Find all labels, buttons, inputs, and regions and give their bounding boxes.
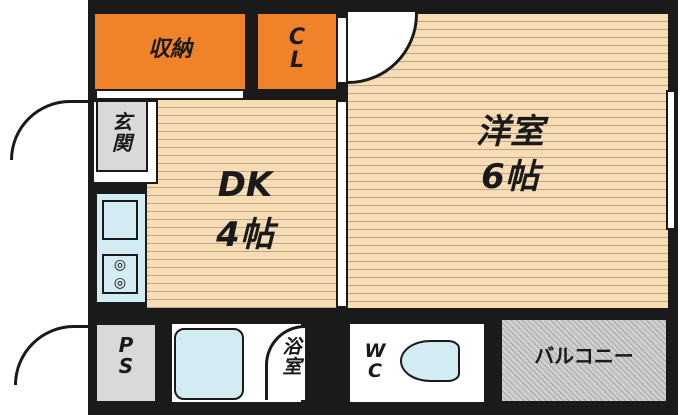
western-room-name: 洋室 [476,112,544,152]
toilet-icon [400,340,460,382]
storage-door[interactable] [95,89,245,100]
balcony-label: バルコニー [534,344,634,368]
dk-size: 4帖 [216,215,274,255]
stove-icon: ◎◎ [102,254,138,294]
closet [258,14,336,89]
storage-room [95,14,245,89]
partition-sliding-door[interactable] [336,100,348,308]
window-right [666,90,676,230]
dining-kitchen [147,100,336,308]
sink [102,200,138,240]
dk-name: DK [217,165,273,205]
closet-label: C L [288,25,306,74]
pipe-space [95,323,157,403]
entrance [96,100,148,172]
toilet-label: W C [364,340,386,382]
western-room-size: 6帖 [481,157,539,197]
entrance-door-swing[interactable] [10,100,88,160]
bathtub [174,328,244,400]
entrance-label: 玄 関 [112,110,132,155]
pipe-space-label: P S [118,333,134,378]
storage-label: 収納 [147,37,192,62]
bathroom-label: 浴 室 [282,336,302,378]
ps-door-swing[interactable] [14,325,88,385]
balcony [500,318,668,403]
closet-door-frame [336,16,348,84]
western-room [348,14,668,308]
